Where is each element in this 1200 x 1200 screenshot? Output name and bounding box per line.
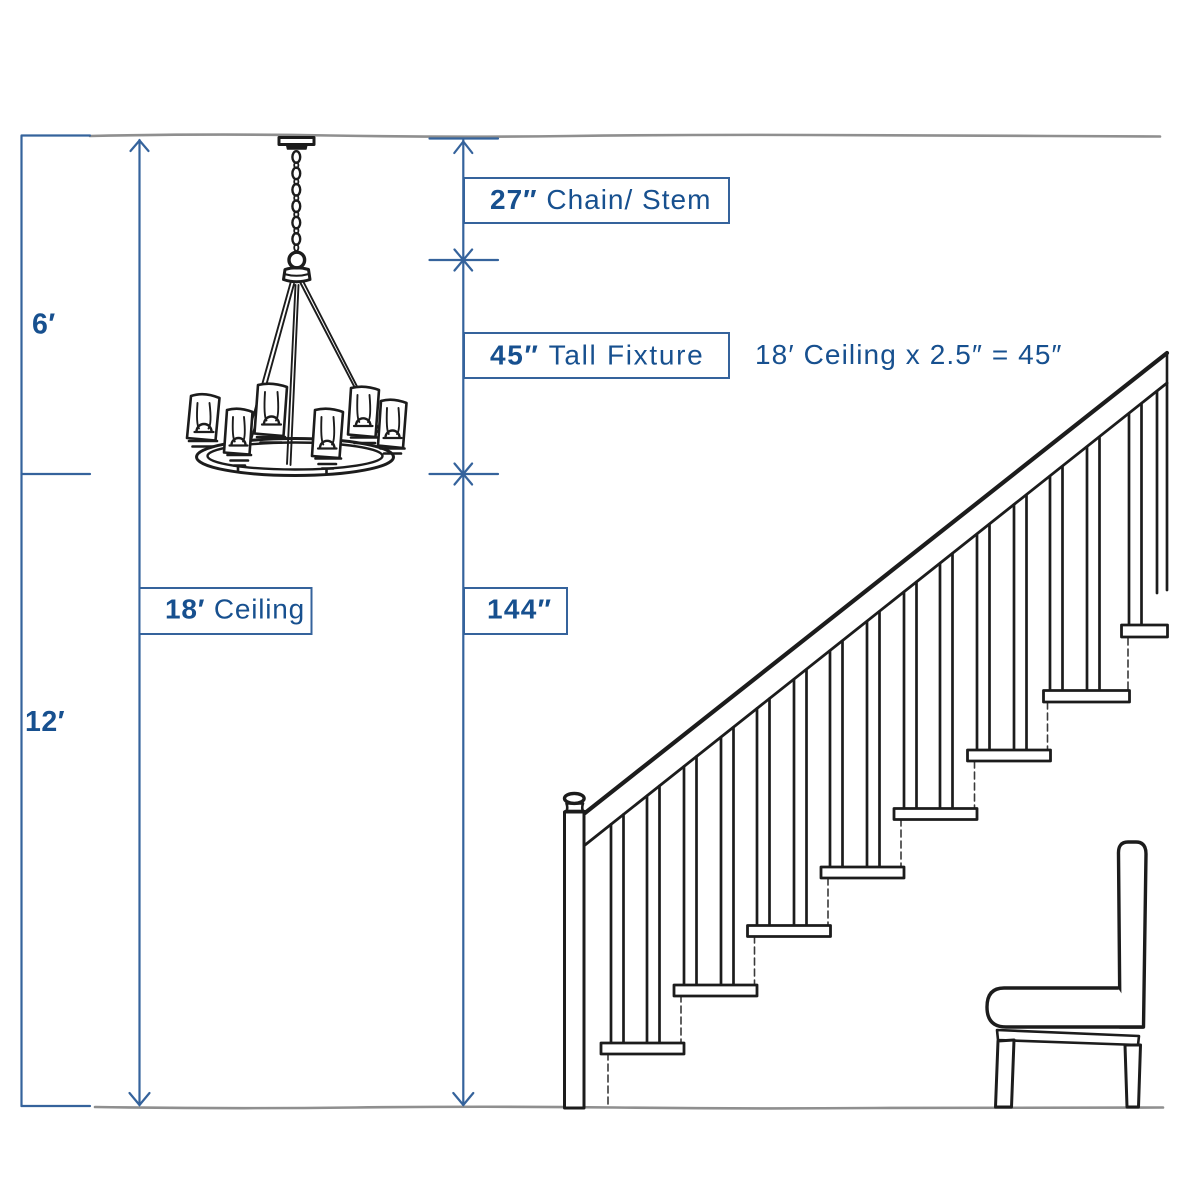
svg-text:45″ Tall Fixture: 45″ Tall Fixture xyxy=(490,340,704,371)
svg-text:6′: 6′ xyxy=(32,309,56,341)
svg-text:27″ Chain/ Stem: 27″ Chain/ Stem xyxy=(490,184,711,215)
svg-text:12′: 12′ xyxy=(25,706,65,738)
svg-text:144″: 144″ xyxy=(487,594,552,625)
svg-text:18′ Ceiling: 18′ Ceiling xyxy=(165,594,305,625)
svg-text:18′ Ceiling x 2.5″ = 45″: 18′ Ceiling x 2.5″ = 45″ xyxy=(755,339,1063,370)
